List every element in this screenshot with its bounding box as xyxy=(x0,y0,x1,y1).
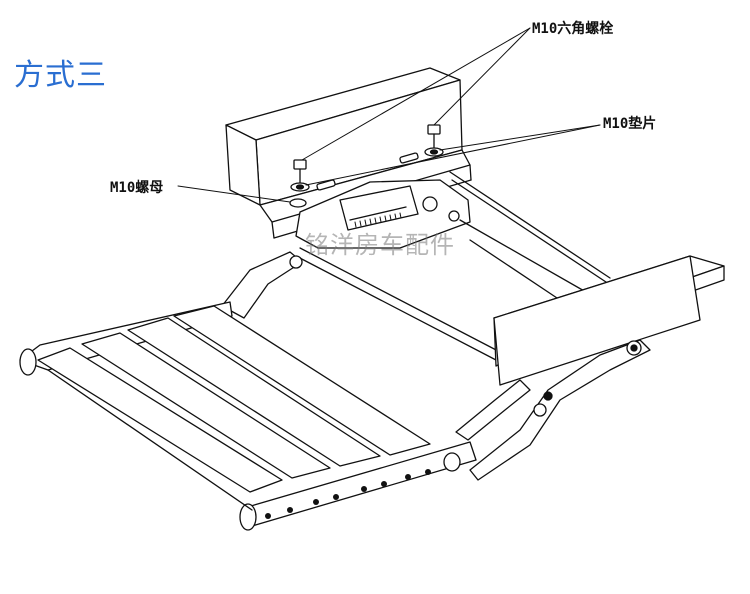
step-tread-slats xyxy=(37,305,431,493)
frame-holes xyxy=(265,469,431,519)
leader-lines xyxy=(177,27,601,203)
step-pivot-knob xyxy=(443,452,461,472)
right-mounting-bracket xyxy=(493,255,725,386)
bolt-label: M10六角螺栓 xyxy=(532,21,614,37)
linkage-arms xyxy=(221,251,651,481)
support-rods xyxy=(295,171,613,361)
nut-label: M10螺母 xyxy=(110,180,164,196)
watermark: 铭洋房车配件 xyxy=(305,231,455,259)
motor-housing xyxy=(295,179,471,249)
washer-label: M10垫片 xyxy=(603,116,657,132)
bolt-right xyxy=(424,124,444,157)
bolt-left xyxy=(289,159,310,208)
page-title: 方式三 xyxy=(14,58,107,93)
